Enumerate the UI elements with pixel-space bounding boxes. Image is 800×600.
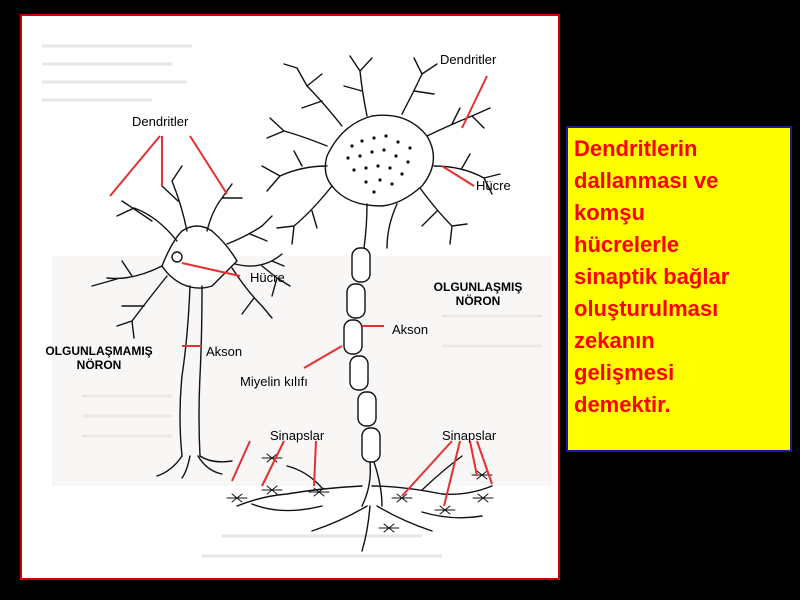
label-dendrites-right: Dendritler — [440, 52, 497, 67]
callout-box: Dendritlerin dallanması ve komşu hücrele… — [566, 126, 792, 452]
background-table-shade — [52, 256, 552, 486]
label-cell-left: Hücre — [250, 270, 285, 285]
callout-line: zekanın — [574, 328, 655, 353]
label-immature-neuron: OLGUNLAŞMAMIŞ NÖRON — [26, 344, 172, 372]
callout-line: dallanması ve — [574, 168, 719, 193]
callout-line: hücrelerle — [574, 232, 680, 257]
mature-neuron — [226, 55, 501, 552]
label-synapses-left: Sinapslar — [270, 428, 325, 443]
label-myelin: Miyelin kılıfı — [240, 374, 308, 389]
neuron-diagram — [42, 44, 552, 558]
label-immature-neuron-line2: NÖRON — [76, 358, 122, 372]
pointer-lines — [109, 75, 493, 507]
callout-line: komşu — [574, 200, 645, 225]
label-cell-right: Hücre — [476, 178, 511, 193]
label-mature-neuron-line1: OLGUNLAŞMIŞ — [433, 280, 523, 294]
label-mature-neuron: OLGUNLAŞMIŞ NÖRON — [414, 280, 542, 308]
label-synapses-right: Sinapslar — [442, 428, 497, 443]
label-axon-right: Akson — [392, 322, 429, 337]
soma-dots — [346, 134, 412, 194]
diagram-panel: Dendritler Dendritler Hücre Hücre Akson … — [20, 14, 560, 580]
myelin-segments — [343, 247, 381, 463]
immature-neuron — [91, 165, 291, 479]
callout-line: demektir. — [574, 392, 671, 417]
label-mature-neuron-line2: NÖRON — [455, 294, 501, 308]
label-dendrites-left: Dendritler — [132, 114, 189, 129]
callout-line: Dendritlerin — [574, 136, 698, 161]
label-immature-neuron-line1: OLGUNLAŞMAMIŞ — [45, 344, 153, 358]
callout-line: sinaptik bağlar — [574, 264, 730, 289]
background-ghost-text — [42, 44, 542, 558]
callout-line: oluşturulması — [574, 296, 719, 321]
callout-line: gelişmesi — [574, 360, 675, 385]
label-axon-left: Akson — [206, 344, 243, 359]
